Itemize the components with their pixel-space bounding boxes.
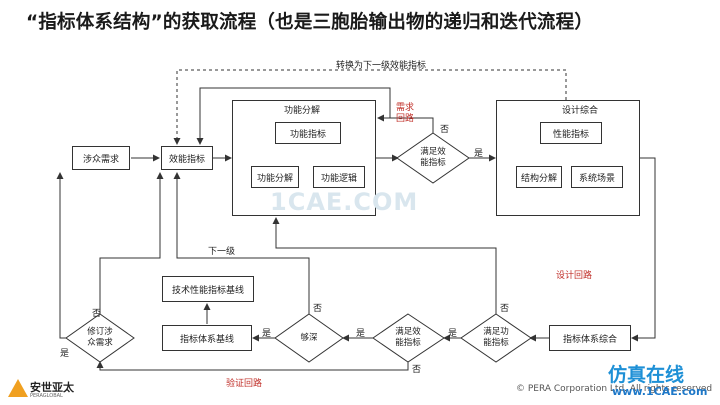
copyright-text: © PERA Corporation Ltd. All rights reser… [516,384,713,394]
arrow-convert-dashed [173,69,567,145]
decision-satisfy-func-text: 满足功 能指标 [483,327,509,348]
decision-deep-enough-text: 够深 [300,333,318,343]
node-function-logic: 功能逻辑 [313,166,365,188]
diamond-revise-needs [65,313,135,363]
diamond-satisfy-func [460,313,532,363]
node-stakeholder-needs: 涉众需求 [72,146,130,170]
group-function-decomposition-title: 功能分解 [284,106,321,116]
arrow-ds-to-synth [631,157,656,342]
arrow-revise-no [99,172,164,314]
label-yes-revise: 是 [60,349,70,359]
arrow-deep-no [173,172,310,314]
arrow-revise-yes [56,172,66,339]
diamond-deep-enough [274,313,344,363]
node-system-scenarios: 系统场景 [571,166,623,188]
label-verification-loop: 验证回路 [226,379,263,389]
label-yes-deep: 是 [262,329,272,339]
page-title: “指标体系结构”的获取流程（也是三胞胎输出物的递归和迭代流程） [26,12,594,33]
label-no-deff: 否 [412,365,422,375]
node-indicator-system-baseline: 指标体系基线 [162,325,252,351]
node-effectiveness-indicators: 效能指标 [161,146,213,170]
logo-subtext: PERAGLOBAL [30,393,63,399]
diamond-satisfy-eff-bottom [372,313,445,363]
decision-revise-needs-text: 修订涉 众需求 [87,327,113,348]
label-convert-next-level: 转换为下一级效能指标 [336,61,427,71]
label-no-revise: 否 [92,309,102,319]
node-tech-performance-baseline: 技术性能指标基线 [162,276,254,302]
diamond-satisfy-eff-top [396,132,470,184]
node-function-indicators: 功能指标 [275,122,341,144]
label-no-dtop: 否 [440,125,450,135]
watermark: 1CAE.COM [270,188,419,216]
label-yes-deff: 是 [356,329,366,339]
label-yes-dtop: 是 [474,149,484,159]
brand-url: www.1CAE.com [612,385,708,398]
decision-satisfy-eff-bottom-text: 满足效 能指标 [395,327,421,348]
group-design-synthesis [496,100,640,216]
arrow-deff-no [96,361,409,371]
arrow-dfunc-no [272,217,497,314]
group-design-synthesis-title: 设计综合 [562,106,599,116]
label-yes-dfunc: 是 [448,329,458,339]
logo-text: 安世亚太 [30,381,74,394]
node-function-decomposition: 功能分解 [251,166,299,188]
logo-triangle-icon [8,379,28,397]
label-no-deep: 否 [313,304,323,314]
company-logo: 安世亚太 PERAGLOBAL [8,378,100,402]
node-structure-decomposition: 结构分解 [516,166,562,188]
label-requirement-loop: 需求 回路 [396,103,415,124]
node-indicator-system-synthesis: 指标体系综合 [549,325,631,351]
arrow-dtop-no [377,114,434,133]
group-function-decomposition [232,100,376,216]
brand-text: 仿真在线 [608,364,685,386]
arrow-outer-loop [196,87,391,145]
decision-satisfy-eff-top-text: 满足效 能指标 [420,147,446,168]
label-design-loop: 设计回路 [556,271,593,281]
label-next-level: 下一级 [208,247,236,257]
node-performance-indicators: 性能指标 [540,122,602,144]
label-no-dfunc: 否 [500,304,510,314]
